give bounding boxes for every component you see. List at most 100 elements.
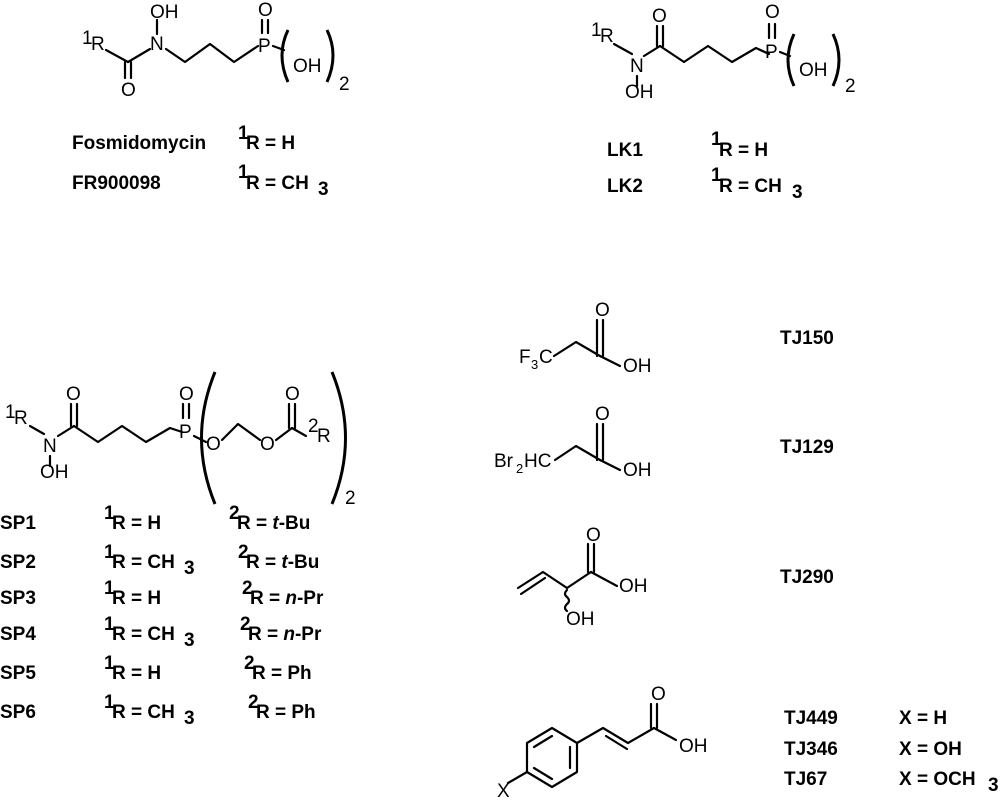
lk-carbonyl-double — [655, 24, 665, 48]
sp-compound-name: SP1 — [0, 513, 36, 534]
sp-r1-label: R = CH — [112, 702, 175, 723]
cinnamic-oh: OH — [679, 736, 708, 757]
sp-r2-italic-prefix: t — [281, 552, 288, 573]
tj290-label: TJ290 — [780, 567, 834, 588]
sp-paren-left — [200, 371, 217, 505]
sp-r1-label-sup: 1 — [104, 542, 115, 563]
tj129-o: O — [595, 404, 610, 425]
tj129-carbonyl — [595, 422, 605, 462]
sp-bond-o-c — [274, 426, 294, 442]
tj129-structure: Br 2 HC O OH — [494, 404, 652, 481]
cinnamic-bond-oh — [652, 726, 678, 742]
lk2-r1-sub: 3 — [792, 182, 803, 203]
sp-ester-o2: O — [260, 434, 275, 455]
fosmidomycin-structure: 1 R O N OH P O OH 2 — [82, 0, 350, 101]
cinnamic-side-chain — [575, 726, 656, 745]
fos-p-o: O — [258, 0, 273, 21]
tj67-x-label: X = OCH — [899, 769, 976, 790]
sp-ester-carbonyl-o: O — [285, 384, 300, 405]
tj67-x-sub: 3 — [988, 775, 999, 796]
sp-r2-label: R = t-Bu — [237, 513, 310, 534]
sp-r2-label: R = t-Bu — [246, 552, 319, 573]
sp-chain — [72, 424, 184, 444]
sp-p-o-double — [181, 402, 191, 420]
tj290-oh: OH — [619, 576, 648, 597]
sp-ester-carbonyl — [287, 402, 297, 430]
sp-r1-label: R = CH — [112, 552, 175, 573]
lk2-r1-label: R = CH — [719, 176, 782, 197]
tj150-bond-oh — [598, 354, 622, 368]
tj290-bond-oh — [589, 570, 619, 588]
sp-r2-italic-prefix: n — [283, 624, 295, 645]
fos-r1-sup: 1 — [82, 28, 93, 49]
cinnamic-legend: TJ449 X = H TJ346 X = OH TJ67 X = OCH 3 — [784, 708, 999, 796]
tj150-f: F — [519, 347, 531, 368]
fos-bond-r-c — [104, 48, 130, 64]
fos-r1-atom: R — [91, 34, 105, 55]
sp-p-atom: P — [179, 422, 192, 443]
sp-r2-label-sup: 2 — [242, 578, 253, 599]
fos-paren-left — [280, 29, 290, 83]
sp-bond-p-o — [192, 434, 208, 444]
fos-bond-c-n — [126, 47, 152, 64]
tj449-label: TJ449 — [784, 708, 838, 729]
lk-chain — [658, 44, 771, 64]
lk-p-atom: P — [765, 42, 778, 63]
sp-n-atom: N — [43, 436, 57, 457]
sp-r1-label-sub: 3 — [184, 630, 195, 651]
sp-r1-label: R = CH — [112, 624, 175, 645]
sp-methylene — [220, 422, 262, 442]
tj129-hc: HC — [524, 451, 551, 472]
cinnamic-carbonyl — [649, 702, 659, 730]
sp-r2-prefix: R = Ph — [252, 663, 312, 684]
tj129-br-sub: 2 — [516, 461, 523, 476]
sp-r1-label-sup: 1 — [104, 614, 115, 635]
cinnamic-o: O — [651, 684, 666, 705]
lk-bond-n-c — [642, 44, 662, 58]
sp-r1-label: R = H — [112, 663, 161, 684]
fosmidomycin-legend: Fosmidomycin 1 R = H FR900098 1 R = CH 3 — [72, 123, 329, 200]
tj129-bond-oh — [598, 458, 622, 472]
sp-r2-prefix: R = — [250, 588, 285, 609]
tj290-o: O — [586, 525, 601, 546]
sp-r2-label: R = n-Pr — [248, 624, 322, 645]
sp-r2-label: R = Ph — [256, 702, 316, 723]
tj290-oh-alpha: OH — [566, 609, 595, 630]
cinnamic-bond-x — [506, 770, 529, 785]
sp-r2-prefix: R = — [237, 513, 272, 534]
tj290-vinyl-double — [519, 576, 547, 596]
tj150-c: C — [539, 347, 553, 368]
fos-paren-right — [325, 29, 335, 83]
tj129-chain — [553, 444, 602, 462]
sp-r2-label-sup: 2 — [248, 692, 259, 713]
lk-paren-right — [831, 33, 841, 87]
sp-carbonyl-double — [69, 402, 79, 428]
tj449-x-label: X = H — [899, 708, 947, 729]
sp-r1-label-sup: 1 — [104, 692, 115, 713]
sp-bond-r-n — [28, 424, 46, 436]
fr900098-compound-name: FR900098 — [72, 173, 161, 194]
lk1-r1-label: R = H — [719, 140, 768, 161]
sp-r2-label-sup: 2 — [240, 614, 251, 635]
sp-compound-name: SP3 — [0, 588, 36, 609]
fos-compound-name: Fosmidomycin — [72, 133, 206, 154]
fos-r1-label-sup: 1 — [238, 123, 249, 144]
sp-r2-suffix: -Pr — [297, 588, 324, 609]
sp-r1-atom: R — [14, 408, 28, 429]
sp-r1-label: R = H — [112, 513, 161, 534]
sp-r2-label: R = Ph — [252, 663, 312, 684]
tj129-oh: OH — [623, 460, 652, 481]
sp-r1-label: R = H — [112, 588, 161, 609]
fr900098-r1-label: R = CH — [246, 173, 309, 194]
sp-r2-suffix: -Bu — [279, 513, 311, 534]
fos-sub2: 2 — [339, 74, 350, 95]
lk-carbonyl-o: O — [652, 6, 667, 27]
sp-r2-label: R = n-Pr — [250, 588, 324, 609]
lk1-compound-name: LK1 — [607, 140, 643, 161]
tj129-br: Br — [494, 451, 514, 472]
fos-n-atom: N — [150, 34, 164, 55]
tj290-bond-c-cooh — [565, 570, 593, 590]
tj150-structure: F 3 C O OH — [519, 300, 652, 377]
lk-p-o: O — [765, 2, 780, 23]
